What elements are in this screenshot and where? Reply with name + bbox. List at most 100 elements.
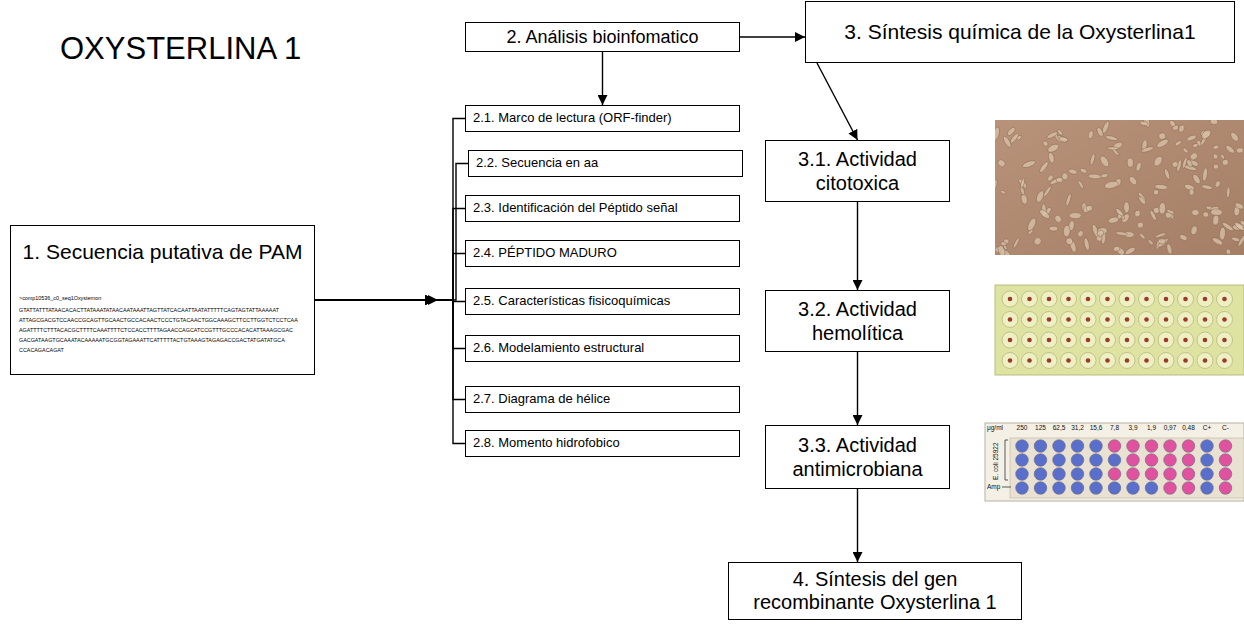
cell-pellet	[1066, 338, 1071, 343]
cell-shape	[1042, 185, 1052, 198]
cell-shape	[1096, 229, 1105, 238]
cell-shape	[1212, 215, 1219, 226]
cell-shape	[1214, 180, 1221, 188]
connector-line	[857, 352, 858, 425]
plate-well	[1119, 312, 1135, 328]
connector-line	[602, 52, 603, 105]
plate-well	[1182, 468, 1195, 481]
plate-well	[1016, 440, 1029, 453]
cell-shape	[1020, 194, 1028, 205]
sequence-text: >comp10536_c0_seq1Oxysternon	[19, 294, 306, 303]
plate-well	[1127, 454, 1140, 467]
plate-well	[1034, 440, 1047, 453]
cell-shape	[1212, 163, 1219, 170]
cell-shape	[1124, 202, 1130, 213]
box-text: 2.1. Marco de lectura (ORF-finder)	[473, 111, 732, 126]
cell-shape	[1083, 237, 1090, 251]
cell-shape	[1113, 245, 1121, 252]
plate-well	[1119, 291, 1135, 307]
plate-well	[1100, 312, 1116, 328]
hemolysis-plate	[995, 285, 1244, 375]
cell-shape	[1100, 173, 1108, 178]
cell-shape	[1155, 232, 1167, 239]
cell-pellet	[1086, 317, 1091, 322]
cell-pellet	[1027, 317, 1032, 322]
plate-well	[1164, 468, 1177, 481]
plate-well	[1219, 440, 1232, 453]
cell-pellet	[1105, 338, 1110, 343]
plate-label: 250	[1017, 425, 1028, 432]
cell-shape	[1186, 134, 1197, 142]
cell-shape	[1046, 174, 1054, 182]
cell-shape	[1152, 155, 1164, 168]
cell-shape	[1059, 137, 1069, 143]
plate-well	[1182, 454, 1195, 467]
cell-shape	[1098, 154, 1110, 168]
cell-shape	[1138, 195, 1147, 205]
process-box: 2.5. Características fisicoquímicas	[465, 288, 740, 315]
cell-shape	[1079, 167, 1087, 174]
connector-line	[857, 202, 858, 290]
cell-shape	[1141, 146, 1154, 154]
plate-ground	[995, 285, 1244, 375]
cell-shape	[1139, 232, 1147, 240]
cell-pellet	[1222, 338, 1227, 343]
process-box: 2.8. Momento hidrofobico	[465, 430, 740, 457]
process-box: 2.7. Diagrama de hélice	[465, 386, 740, 413]
cell-pellet	[1086, 358, 1091, 363]
plate-well	[1139, 353, 1155, 369]
process-box: 2.4. PÉPTIDO MADURO	[465, 240, 740, 267]
cell-pellet	[1008, 338, 1013, 343]
box-text: 2. Análisis bioinfomatico	[472, 27, 733, 48]
plate-well	[1145, 440, 1158, 453]
cell-shape	[1210, 209, 1222, 216]
connector-line	[435, 300, 465, 349]
cell-shape	[1212, 153, 1218, 160]
cell-shape	[1219, 227, 1226, 240]
cell-shape	[1178, 124, 1185, 133]
connector-line	[315, 299, 435, 300]
process-box: 3.1. Actividad citotoxica	[765, 140, 950, 202]
plate-label: 0,48	[1182, 425, 1195, 432]
plate-well	[1100, 353, 1116, 369]
plate-well	[1127, 482, 1140, 495]
plate-well	[1119, 332, 1135, 348]
cell-pellet	[1027, 358, 1032, 363]
cell-shape	[1124, 246, 1136, 255]
connector-line	[315, 299, 435, 300]
cell-pellet	[1164, 317, 1169, 322]
cell-shape	[1221, 221, 1234, 232]
cell-shape	[1047, 152, 1055, 164]
flow-arrow	[857, 489, 858, 562]
plate-well	[1016, 482, 1029, 495]
cell-pellet	[1203, 358, 1208, 363]
plate-well	[1080, 312, 1096, 328]
cell-shape	[1221, 158, 1229, 166]
cell-pellet	[1164, 297, 1169, 302]
cell-shape	[1063, 225, 1071, 237]
plate-well	[1034, 454, 1047, 467]
plate-well	[1034, 482, 1047, 495]
flow-arrow	[315, 300, 465, 349]
cell-shape	[1163, 168, 1171, 180]
cell-shape	[1096, 127, 1104, 138]
plate-well	[1197, 291, 1213, 307]
cell-shape	[1171, 160, 1179, 168]
cell-pellet	[1047, 297, 1052, 302]
plate-label: 3,9	[1128, 425, 1137, 432]
cell-shape	[1033, 236, 1043, 246]
plate-well	[1041, 312, 1057, 328]
cell-pellet	[1125, 317, 1130, 322]
cell-shape	[996, 158, 1006, 168]
plate-well	[1041, 353, 1057, 369]
cell-pellet	[1066, 297, 1071, 302]
cell-pellet	[1203, 338, 1208, 343]
cell-shape	[1012, 237, 1020, 249]
cell-pellet	[1183, 338, 1188, 343]
plate-well	[1061, 353, 1077, 369]
plate-well	[1108, 454, 1121, 467]
sequence-text: GTATTATTTATAACACACTTATAAATATAACAATAAATTA…	[19, 305, 306, 355]
plate-well	[1053, 454, 1066, 467]
plate-well	[1071, 454, 1084, 467]
